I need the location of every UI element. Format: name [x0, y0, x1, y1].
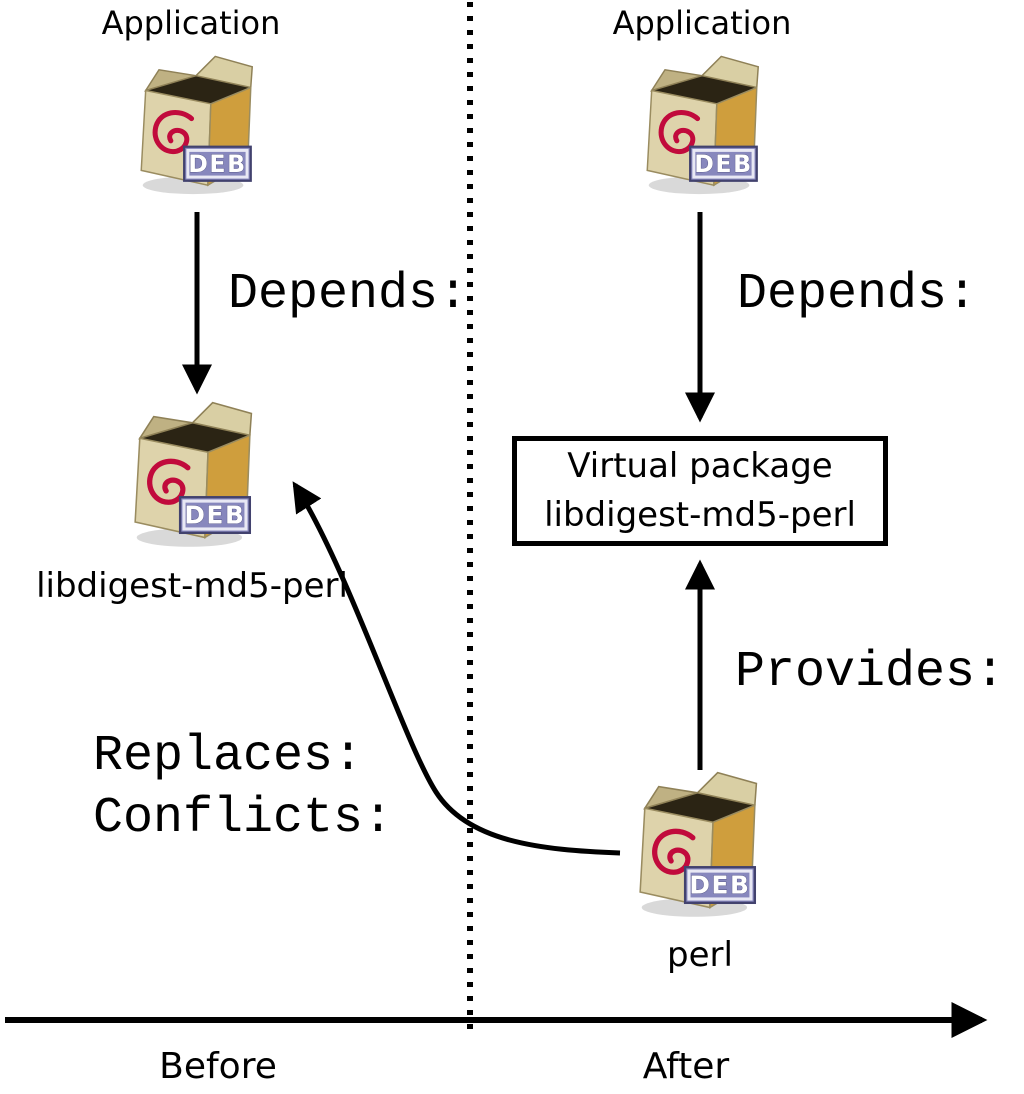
application-package-icon-before [122, 52, 270, 204]
axis-label-before: Before [159, 1046, 277, 1087]
depends-label-after: Depends: [737, 266, 978, 323]
application-label-before: Application [101, 4, 281, 42]
application-package-icon-after [628, 52, 776, 204]
depends-label-before: Depends: [228, 266, 469, 323]
axis-label-after: After [642, 1046, 730, 1087]
replaces-label: Replaces: [93, 728, 364, 785]
virtual-package-line2: libdigest-md5-perl [544, 495, 856, 535]
libdigest-package-label: libdigest-md5-perl [36, 566, 348, 606]
application-label-after: Application [612, 4, 792, 42]
perl-package-icon [620, 768, 775, 927]
virtual-package-box: Virtual package libdigest-md5-perl [512, 436, 888, 546]
libdigest-package-icon [115, 398, 270, 557]
provides-label: Provides: [735, 644, 1006, 701]
perl-package-label: perl [667, 935, 733, 975]
virtual-package-line1: Virtual package [567, 445, 833, 486]
conflicts-label: Conflicts: [93, 790, 394, 847]
